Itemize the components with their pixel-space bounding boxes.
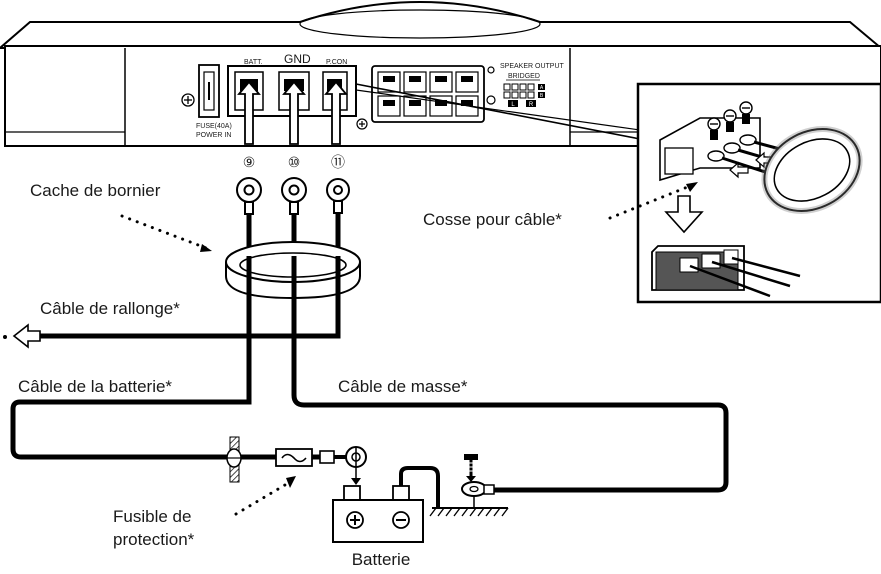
ground-cable-label: Câble de masse* — [338, 377, 468, 396]
battery-label: Batterie — [352, 550, 411, 569]
fuse-label-line1: Fusible de — [113, 507, 191, 526]
arrow-left-icon — [729, 161, 749, 179]
battery-ground-strap — [399, 466, 440, 508]
inline-fuse — [275, 446, 367, 468]
terminal-gnd-label: GND — [284, 52, 311, 66]
terminal-batt-label: BATT. — [244, 59, 263, 66]
speaker-terminal-block — [371, 65, 485, 123]
arrow-left-icon — [12, 323, 41, 349]
ground-cable — [291, 300, 729, 493]
fuse-label-line2: protection* — [113, 530, 195, 549]
ground-bolt-icon — [461, 454, 495, 508]
power-in-label: POWER IN — [196, 132, 231, 139]
screw-icon — [181, 93, 195, 107]
speaker-mark-b: B — [540, 93, 544, 99]
battery-icon — [332, 485, 424, 543]
battery-cable-label: Câble de la batterie* — [18, 377, 172, 396]
cable-terminal-label: Cosse pour câble* — [423, 210, 562, 229]
speaker-output-label: SPEAKER OUTPUT — [500, 63, 565, 70]
arrow-up-icon — [324, 80, 348, 145]
connection-number-9: ⑨ — [243, 154, 256, 170]
ring-terminals — [236, 177, 350, 215]
connection-number-11: ⑪ — [331, 154, 345, 170]
speaker-mark-a: A — [540, 85, 544, 91]
fuse-rating-label: FUSE(40A) — [196, 123, 232, 130]
ring-terminal-pcon — [326, 178, 350, 214]
bridged-label: BRIDGED — [508, 73, 540, 80]
leader-lines — [120, 184, 692, 516]
extension-cable-label: Câble de rallonge* — [40, 299, 180, 318]
fuse-holder — [198, 64, 220, 118]
firewall-grommet — [226, 436, 242, 483]
screw-icon — [356, 118, 368, 130]
arrow-down-icon — [351, 478, 361, 485]
arrow-up-icon — [237, 80, 261, 145]
battery-cable — [10, 300, 278, 460]
speaker-mark-l: L — [511, 102, 515, 108]
ring-terminal-batt — [236, 177, 262, 215]
terminal-pcon-label: P.CON — [326, 59, 347, 66]
cable-terminal-detail-inset — [355, 82, 881, 304]
terminal-arrows — [237, 80, 348, 145]
speaker-mark-r: R — [529, 102, 534, 108]
arrow-down-icon — [664, 195, 704, 234]
arrow-up-icon — [282, 80, 306, 145]
connection-number-10: ⑩ — [288, 154, 301, 170]
terminal-cover-label: Cache de bornier — [30, 181, 161, 200]
speaker-output-grid — [503, 83, 535, 99]
extension-cable — [40, 300, 341, 339]
ring-terminal-gnd — [281, 177, 307, 215]
chassis-ground-icon — [429, 507, 509, 517]
